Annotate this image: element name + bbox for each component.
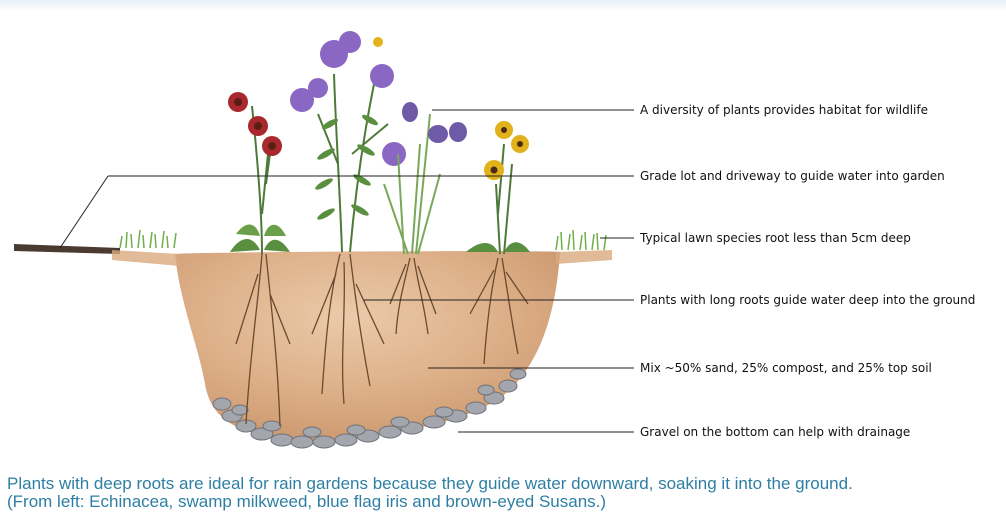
callout-soil: Mix ~50% sand, 25% compost, and 25% top …: [640, 361, 932, 375]
leader-grade: [60, 176, 108, 248]
callout-roots: Plants with long roots guide water deep …: [640, 293, 975, 307]
callout-lawn: Typical lawn species root less than 5cm …: [640, 231, 911, 245]
caption-line-1: Plants with deep roots are ideal for rai…: [7, 475, 1002, 493]
top-border: [0, 0, 1006, 12]
blue-flag-iris: [384, 102, 467, 254]
callout-wildlife: A diversity of plants provides habitat f…: [640, 103, 928, 117]
caption-line-2: (From left: Echinacea, swamp milkweed, b…: [7, 493, 1002, 511]
figure-caption: Plants with deep roots are ideal for rai…: [7, 475, 1002, 511]
brown-eyed-susans: [466, 121, 530, 254]
callout-grade: Grade lot and driveway to guide water in…: [640, 169, 945, 183]
driveway: [14, 244, 120, 254]
callout-gravel: Gravel on the bottom can help with drain…: [640, 425, 910, 439]
lawn-grass-right: [556, 230, 606, 250]
echinacea: [228, 92, 290, 254]
lawn-grass-left: [120, 230, 176, 248]
swamp-milkweed: [290, 31, 406, 252]
